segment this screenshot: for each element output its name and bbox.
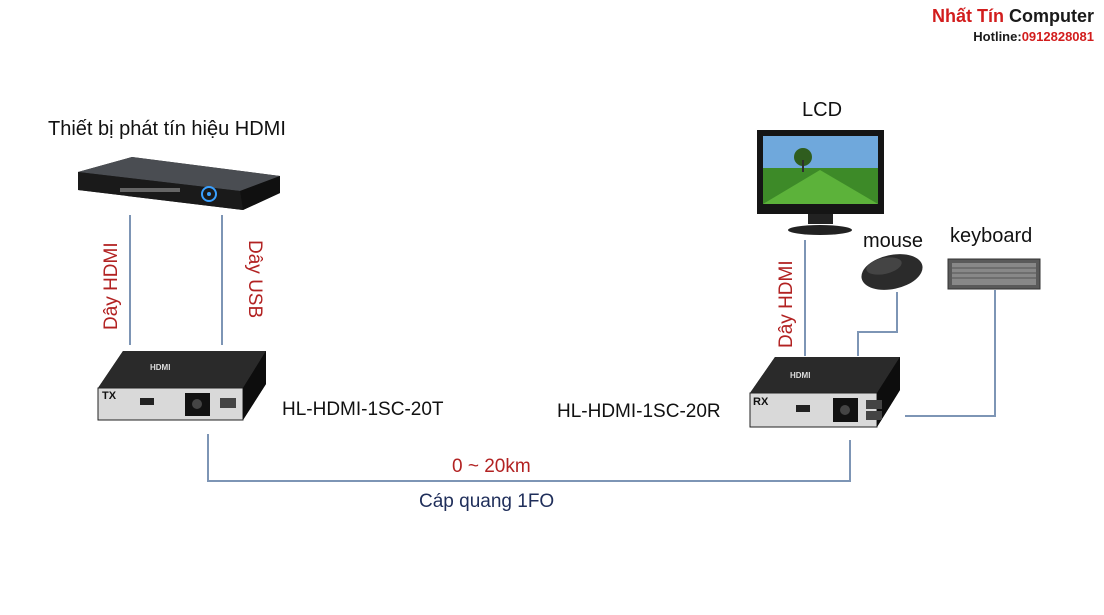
svg-text:HDMI: HDMI [790,371,810,380]
tx-badge: TX [102,390,117,402]
brand-name-part2: Computer [1009,6,1094,26]
hdmi-cable-label-right: Dây HDMI [776,260,797,348]
fiber-line [207,434,851,482]
keyboard-line [905,290,996,417]
mouse-device [861,254,923,290]
hotline-number: 0912828081 [1021,29,1094,44]
source-device-label: Thiết bị phát tín hiệu HDMI [48,118,286,140]
usb-cable-label-left: Dây USB [244,240,265,319]
hotline-label: Hotline: [973,29,1022,44]
transmitter-device: HDMI [97,351,266,421]
brand-logo: Nhất Tín Computer Hotline:0912828081 [932,6,1094,44]
receiver-model-label: HL-HDMI-1SC-20R [557,401,721,422]
keyboard-label: keyboard [950,225,1033,247]
mouse-label: mouse [863,230,924,252]
svg-text:HDMI: HDMI [150,363,170,372]
mouse-line [857,292,898,356]
lcd-label: LCD [802,99,843,121]
receiver-device: HDMI [749,357,900,428]
hdmi-cable-label-left: Dây HDMI [101,242,122,330]
hdmi-source-device [78,157,280,210]
transmitter-model-label: HL-HDMI-1SC-20T [282,399,444,420]
brand-name-part1: Nhất Tín [931,6,1004,26]
fiber-distance-label: 0 ~ 20km [452,456,531,477]
keyboard-device [947,258,1041,290]
rx-badge: RX [753,396,769,408]
lcd-monitor [757,130,884,235]
fiber-cable-label: Cáp quang 1FO [419,491,555,512]
